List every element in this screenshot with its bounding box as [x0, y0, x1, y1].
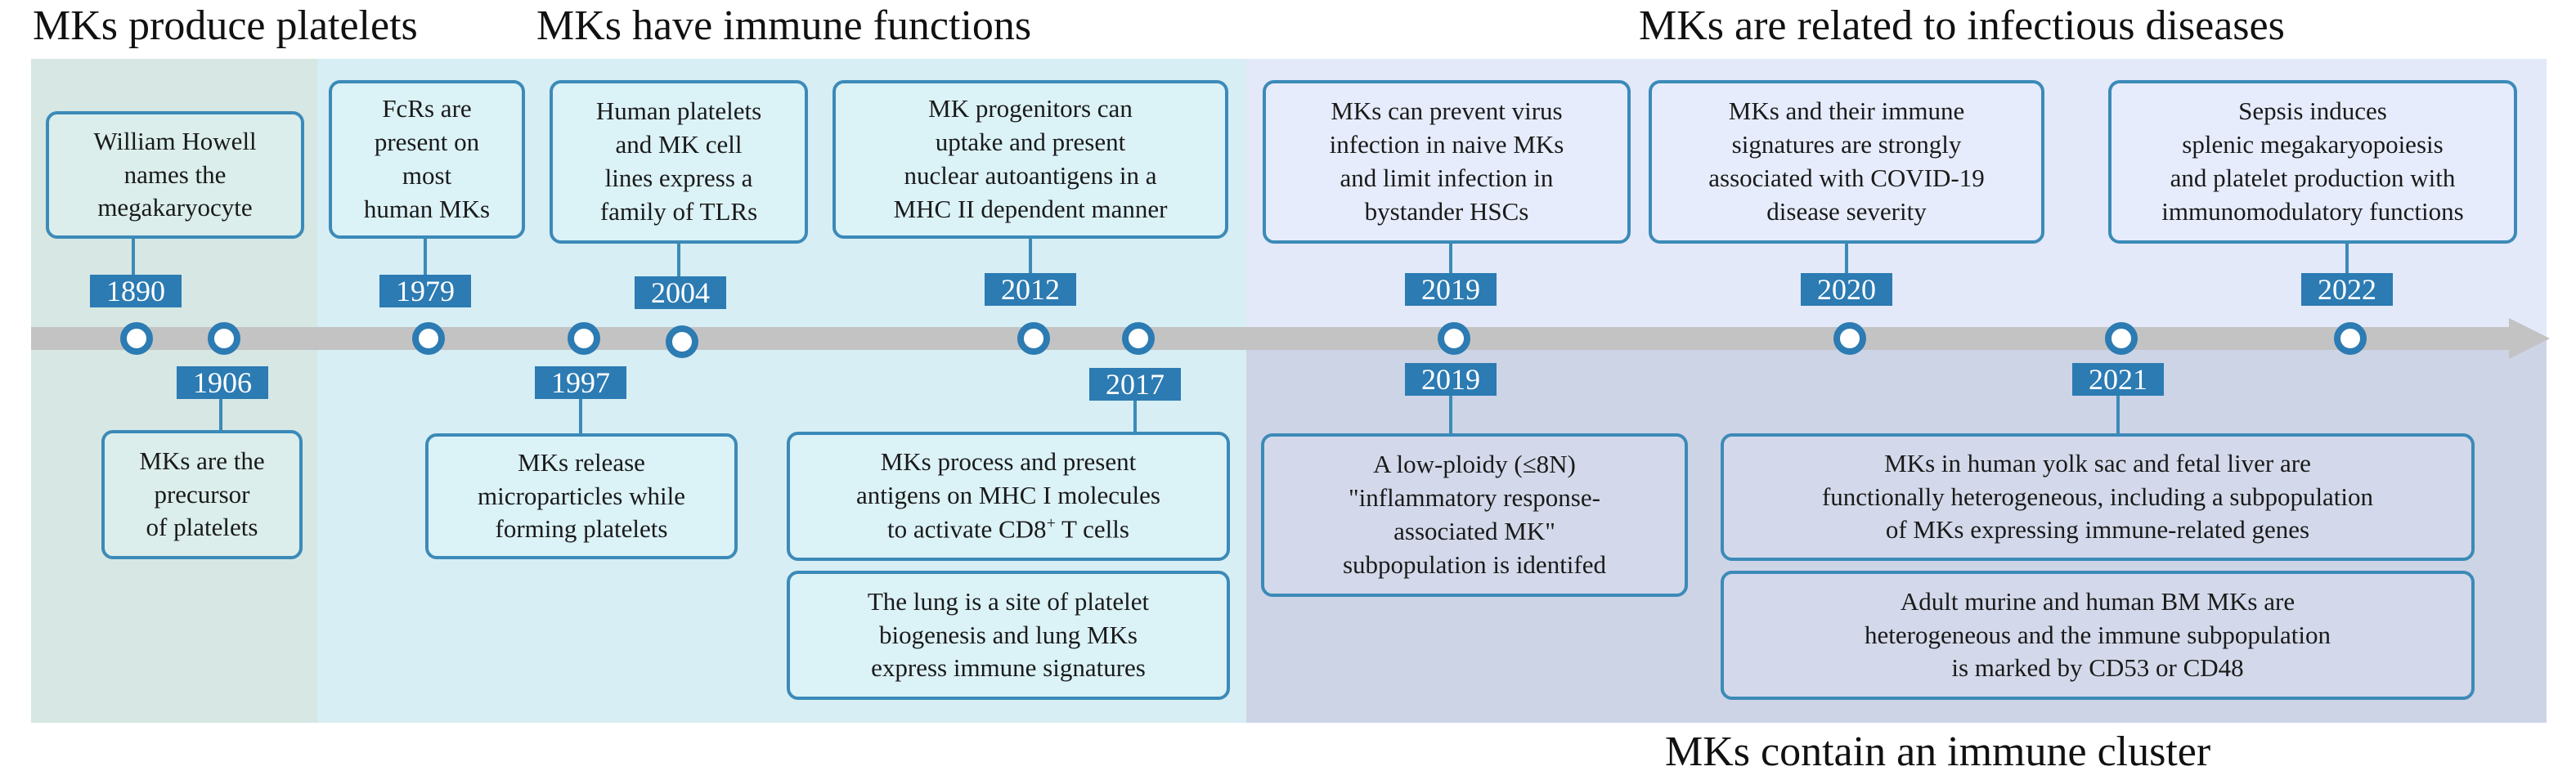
timeline-dot-2012 [1017, 322, 1050, 355]
event-card-2017-lung: The lung is a site of platelet biogenesi… [787, 571, 1230, 700]
year-badge-2012: 2012 [985, 273, 1076, 306]
event-card-2021-bm: Adult murine and human BM MKs are hetero… [1721, 571, 2475, 700]
year-badge-2021: 2021 [2072, 363, 2164, 396]
stem-2019b [1449, 396, 1452, 433]
event-card-2020: MKs and their immune signatures are stro… [1649, 80, 2044, 244]
year-badge-2019-upper: 2019 [1405, 273, 1497, 306]
year-badge-2004: 2004 [635, 276, 726, 309]
stem-2022 [2345, 242, 2349, 276]
stem-2004 [677, 242, 680, 276]
year-badge-2022: 2022 [2301, 273, 2393, 306]
year-badge-2020: 2020 [1801, 273, 1892, 306]
stem-2012 [1029, 237, 1032, 273]
section-title-platelets: MKs produce platelets [33, 2, 418, 49]
event-card-1890: William Howell names the megakaryocyte [46, 111, 304, 239]
event-card-2022: Sepsis induces splenic megakaryopoiesis … [2108, 80, 2517, 244]
timeline-dot-1979 [412, 322, 445, 355]
event-card-2004: Human platelets and MK cell lines expres… [550, 80, 808, 244]
timeline-arrowhead [2509, 318, 2550, 359]
event-card-2012: MK progenitors can uptake and present nu… [832, 80, 1228, 239]
section-title-infectious: MKs are related to infectious diseases [1639, 2, 2285, 49]
section-title-cluster: MKs contain an immune cluster [1665, 728, 2211, 775]
timeline-dot-1997 [568, 322, 600, 355]
year-badge-2019-lower: 2019 [1405, 363, 1497, 396]
stem-2021 [2116, 396, 2120, 433]
event-card-2021-yolk-sac: MKs in human yolk sac and fetal liver ar… [1721, 433, 2475, 561]
timeline-dot-2022 [2334, 322, 2367, 355]
event-card-1979: FcRs are present on most human MKs [329, 80, 525, 239]
stem-1979 [424, 237, 427, 275]
timeline-dot-2021 [2105, 322, 2138, 355]
year-badge-1979: 1979 [379, 275, 471, 307]
event-card-1997: MKs release microparticles while forming… [425, 433, 738, 559]
timeline-dot-2004 [666, 325, 698, 358]
timeline-dot-1906 [208, 322, 240, 355]
stem-1906 [219, 397, 222, 430]
year-badge-1906: 1906 [177, 366, 268, 399]
stem-1890 [132, 237, 135, 275]
event-card-1906: MKs are the precursor of platelets [101, 430, 303, 559]
section-title-immune: MKs have immune functions [536, 2, 1032, 49]
event-card-2017-mhc-text: MKs process and present antigens on MHC … [856, 447, 1160, 544]
year-badge-2017: 2017 [1089, 368, 1181, 401]
timeline-dot-1890 [120, 322, 153, 355]
event-card-2019-lower: A low-ploidy (≤8N) "inflammatory respons… [1261, 433, 1688, 597]
event-card-2019-upper: MKs can prevent virus infection in naive… [1263, 80, 1631, 244]
stem-2019a [1449, 242, 1452, 273]
timeline-dot-2017 [1122, 322, 1155, 355]
year-badge-1997: 1997 [535, 366, 626, 399]
year-badge-1890: 1890 [90, 275, 182, 307]
event-card-2017-mhc: MKs process and present antigens on MHC … [787, 432, 1230, 561]
stem-1997 [579, 397, 582, 433]
timeline-dot-2020 [1833, 322, 1866, 355]
stem-2017 [1133, 401, 1137, 433]
timeline-dot-2019 [1438, 322, 1470, 355]
stem-2020 [1845, 242, 1848, 273]
